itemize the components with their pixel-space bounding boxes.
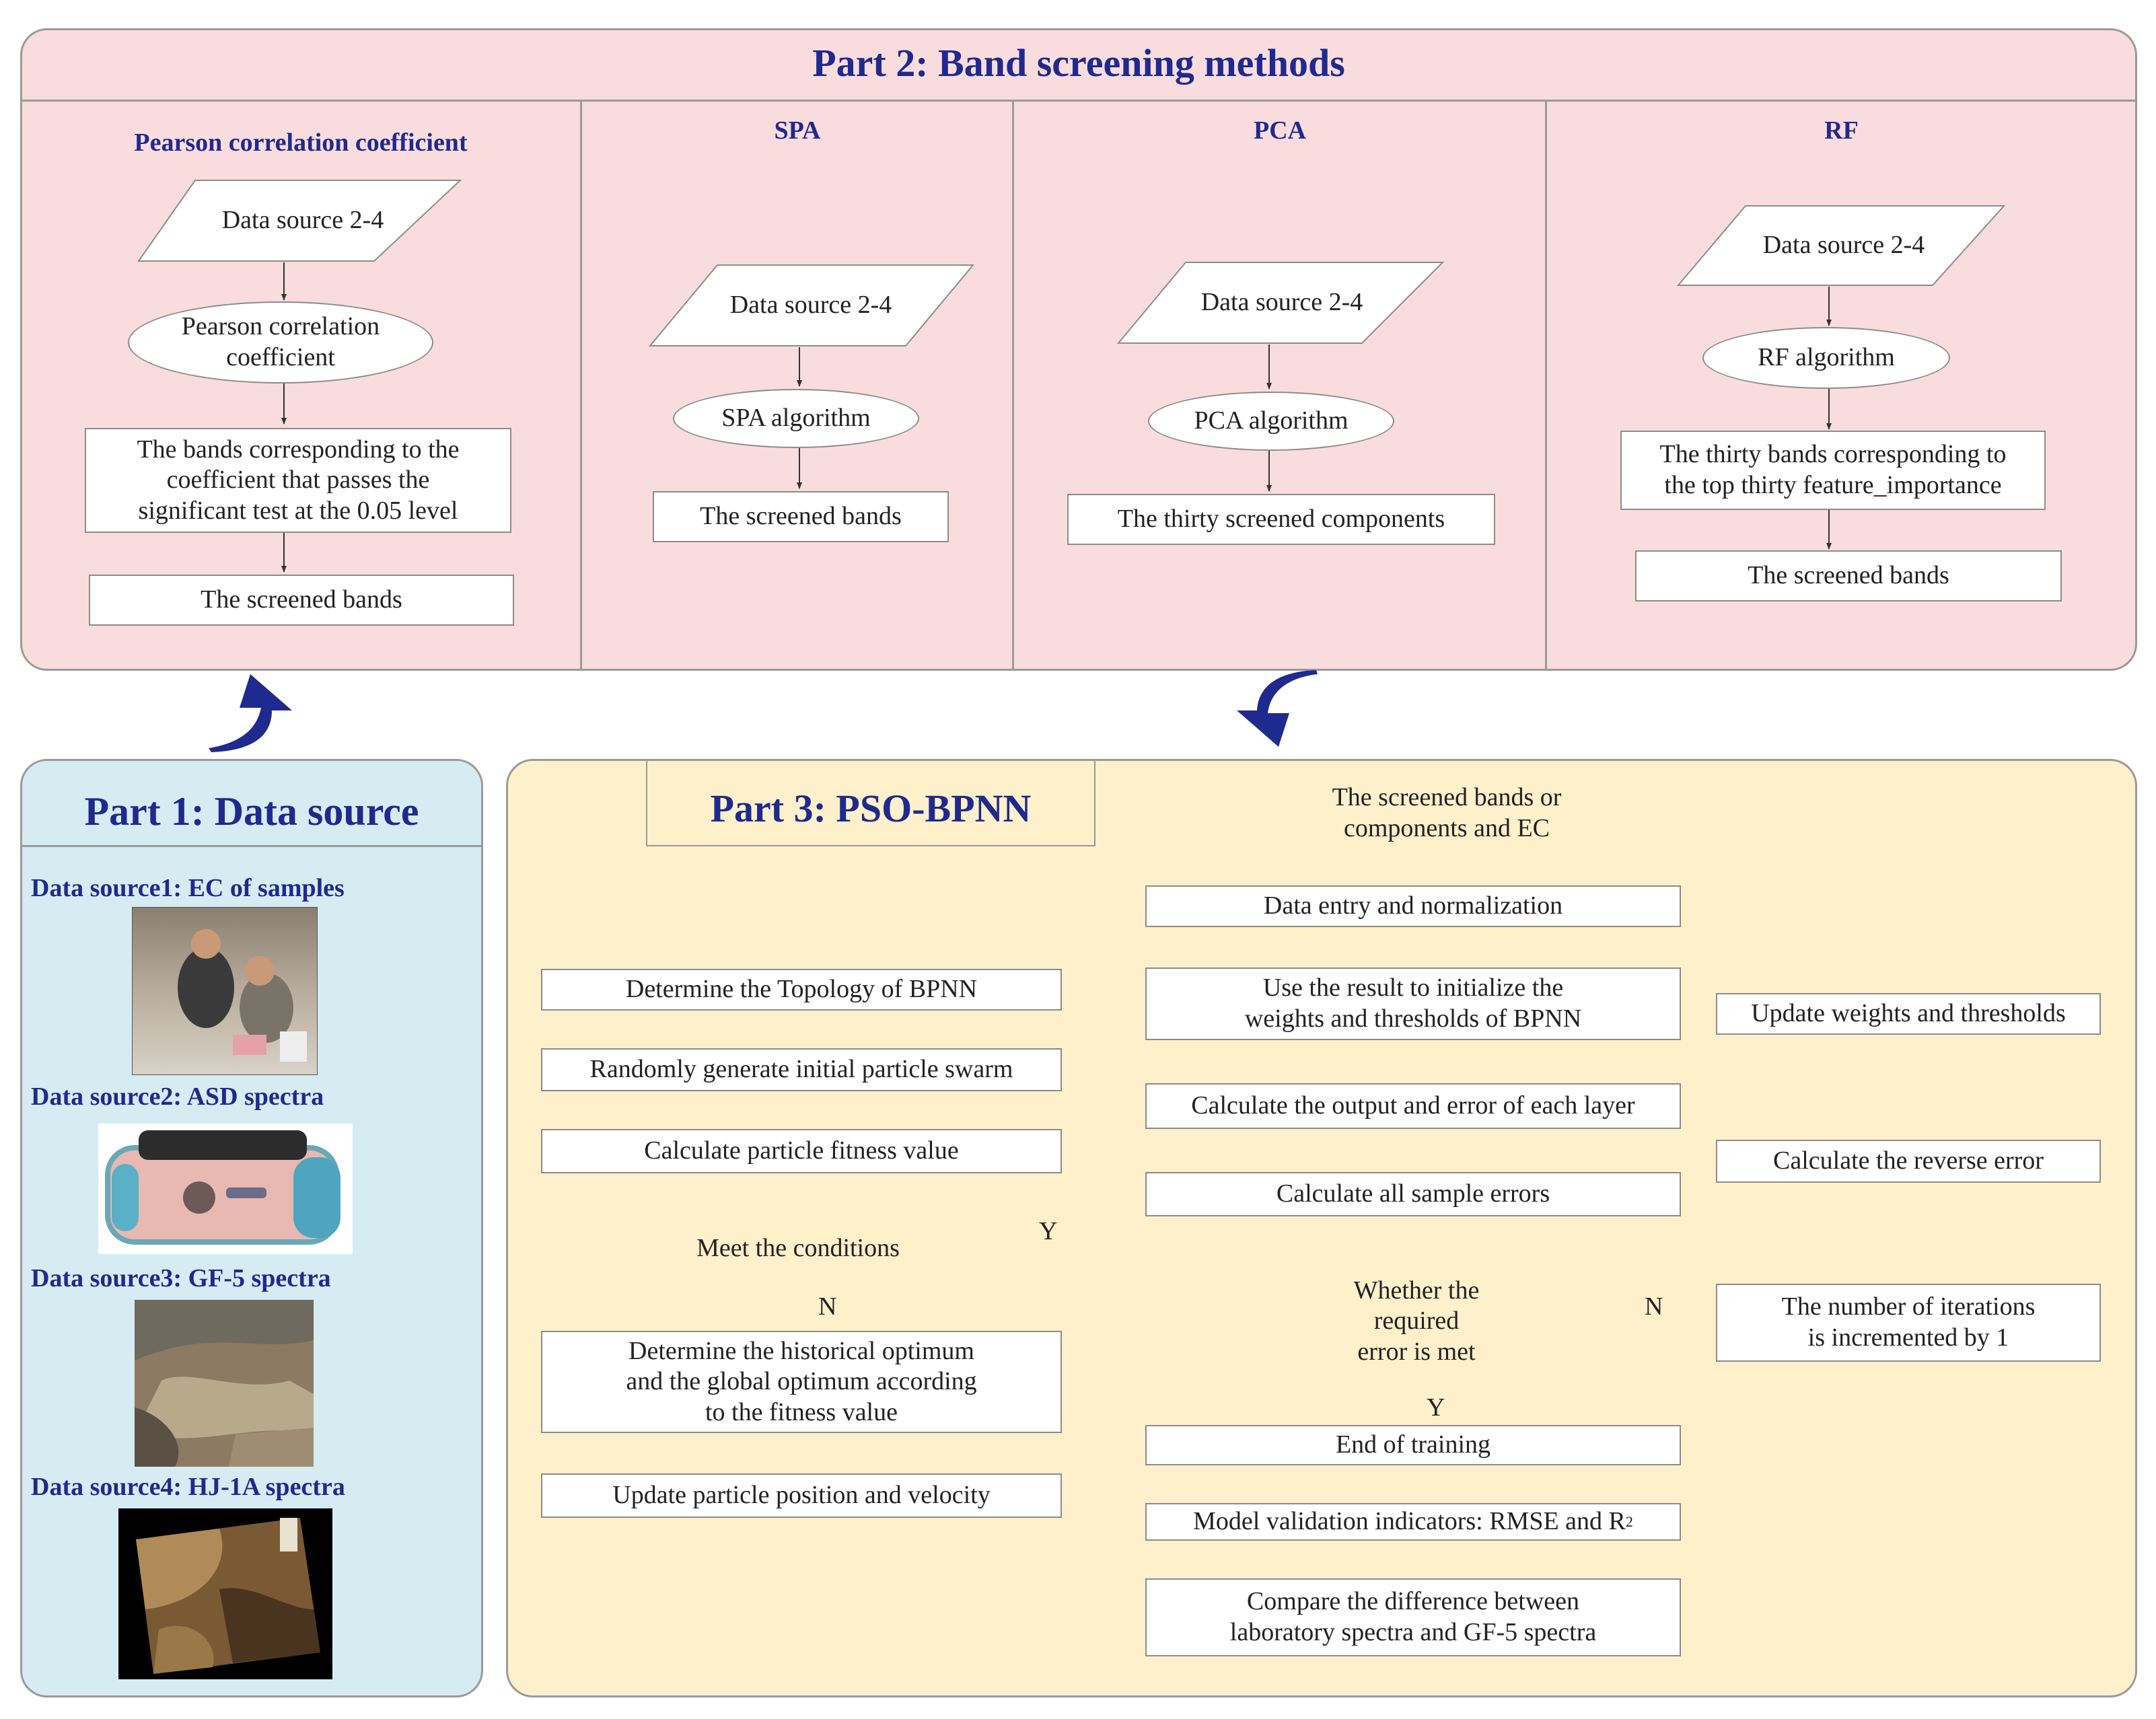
rf-output: The screened bands xyxy=(1635,550,2062,601)
bpnn-output-error: Calculate the output and error of each l… xyxy=(1145,1083,1681,1129)
spa-output: The screened bands xyxy=(653,491,949,542)
part1-title-divider xyxy=(22,845,482,847)
data-source-label: Data source2: ASD spectra xyxy=(31,1083,324,1111)
bpnn-validation-sup: 2 xyxy=(1625,1512,1633,1530)
pearson-column-title: Pearson correlation coefficient xyxy=(134,129,468,157)
pso-condition: Meet the conditions xyxy=(696,1234,900,1263)
rf-column-title: RF xyxy=(1824,116,1859,145)
bpnn-init: Use the result to initialize the weights… xyxy=(1145,967,1681,1040)
part3-title-box xyxy=(646,760,1095,846)
bpnn-normalize: Data entry and normalization xyxy=(1145,885,1681,927)
bpnn-decision: Whether the required error is met xyxy=(1353,1276,1480,1366)
pearson-criteria: The bands corresponding to the coefficie… xyxy=(85,428,511,533)
part1-title: Part 1: Data source xyxy=(84,789,419,834)
part2-column-divider xyxy=(1545,101,1547,669)
part2-title: Part 2: Band screening methods xyxy=(812,41,1345,85)
pso-yes-label: Y xyxy=(1039,1217,1058,1245)
loop-update-weights: Update weights and thresholds xyxy=(1716,993,2101,1035)
pso-fitness: Calculate particle fitness value xyxy=(541,1129,1062,1173)
data-source-label: Data source3: GF-5 spectra xyxy=(31,1264,331,1292)
pso-swarm: Randomly generate initial particle swarm xyxy=(541,1048,1062,1091)
data-source-label: Data source1: EC of samples xyxy=(31,874,345,902)
bpnn-validation-text: Model validation indicators: RMSE and R xyxy=(1193,1507,1626,1536)
pearson-input: Data source 2-4 xyxy=(221,206,384,235)
rf-criteria: The thirty bands corresponding to the to… xyxy=(1620,431,2046,510)
pca-method: PCA algorithm xyxy=(1148,392,1394,451)
pearson-output: The screened bands xyxy=(89,575,514,626)
pso-update: Update particle position and velocity xyxy=(541,1473,1062,1518)
pso-no-label: N xyxy=(818,1292,837,1321)
bpnn-sample-errors: Calculate all sample errors xyxy=(1145,1172,1681,1216)
pca-input: Data source 2-4 xyxy=(1200,288,1363,317)
spa-input: Data source 2-4 xyxy=(729,291,892,320)
rf-method: RF algorithm xyxy=(1702,327,1950,389)
part2-column-divider xyxy=(1012,101,1014,669)
asd-spectrometer-photo xyxy=(98,1124,353,1254)
data-source-label: Data source4: HJ-1A spectra xyxy=(31,1473,345,1501)
pca-output: The thirty screened components xyxy=(1067,494,1495,545)
loop-reverse: Calculate the reverse error xyxy=(1716,1140,2101,1183)
pso-optimum: Determine the historical optimum and the… xyxy=(541,1331,1062,1433)
part2-column-divider xyxy=(580,101,582,669)
spa-method: SPA algorithm xyxy=(673,389,919,448)
part3-title: Part 3: PSO-BPNN xyxy=(710,787,1032,830)
bpnn-no-label: N xyxy=(1645,1292,1663,1321)
pso-topology: Determine the Topology of BPNN xyxy=(541,969,1062,1011)
pca-column-title: PCA xyxy=(1253,116,1307,145)
bpnn-end: End of training xyxy=(1145,1425,1681,1465)
rf-input: Data source 2-4 xyxy=(1762,231,1925,260)
hj1a-image-photo xyxy=(118,1508,332,1679)
field-sampling-photo xyxy=(132,907,318,1075)
loop-increment: The number of iterations is incremented … xyxy=(1716,1284,2101,1362)
part2-title-divider xyxy=(22,100,2136,102)
gf5-image-photo xyxy=(135,1300,314,1467)
bpnn-input: The screened bands or components and EC xyxy=(1332,783,1562,842)
bpnn-compare: Compare the difference between laborator… xyxy=(1145,1578,1681,1656)
spa-column-title: SPA xyxy=(774,116,821,145)
pearson-method: Pearson correlation coefficient xyxy=(128,301,433,383)
bpnn-yes-label: Y xyxy=(1427,1393,1445,1422)
